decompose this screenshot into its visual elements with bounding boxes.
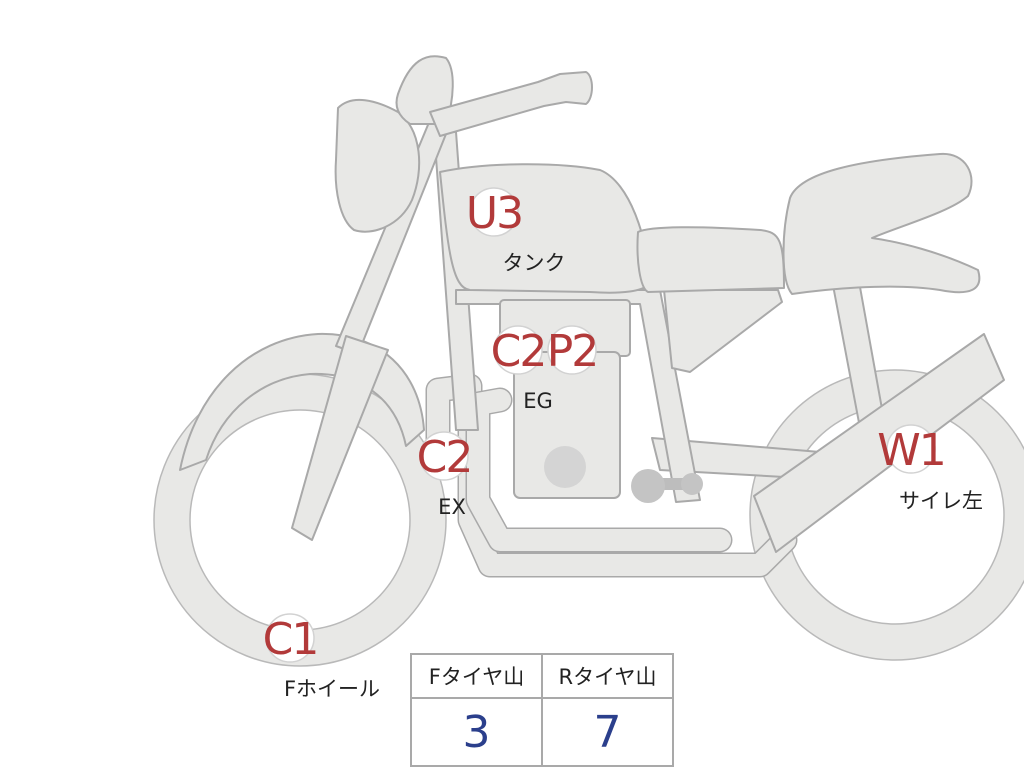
exhaust-pipe: [425, 373, 798, 578]
handlebar: [395, 55, 593, 137]
muffler: [753, 333, 1005, 553]
rear-tire-tread-header: Rタイヤ山: [541, 653, 674, 699]
front-tire-tread-value: 3: [410, 697, 543, 767]
marker-front-wheel-code: C1: [263, 614, 318, 665]
marker-silencer-left-code: W1: [877, 425, 945, 476]
rear-cowl: [782, 152, 981, 295]
marker-engine: C2 EG: [491, 325, 553, 413]
marker-engine-code: C2: [491, 326, 546, 377]
side-cover: [663, 289, 783, 373]
marker-tank-code: U3: [466, 188, 522, 239]
headlight: [334, 98, 421, 233]
marker-silencer-left: W1 サイレ左: [877, 424, 983, 513]
marker-engine-label: EG: [523, 389, 553, 413]
marker-tank-label: タンク: [503, 251, 566, 275]
marker-exhaust-label: EX: [438, 495, 466, 519]
footpeg: [631, 469, 703, 503]
seat: [636, 226, 785, 293]
front-tire-tread-header: Fタイヤ山: [410, 653, 543, 699]
marker-silencer-left-label: サイレ左: [899, 489, 983, 513]
marker-engine-p2-code: P2: [547, 326, 598, 377]
marker-front-wheel: C1 Fホイール: [263, 613, 380, 701]
rear-tire-tread-value: 7: [541, 697, 674, 767]
marker-exhaust-code: C2: [417, 432, 472, 483]
marker-exhaust: C2 EX: [417, 431, 473, 519]
marker-engine-p2: P2: [547, 325, 599, 377]
tire-tread-table: Fタイヤ山 Rタイヤ山 3 7: [410, 653, 674, 767]
marker-front-wheel-label: Fホイール: [284, 677, 380, 701]
marker-tank: U3 タンク: [466, 187, 566, 275]
